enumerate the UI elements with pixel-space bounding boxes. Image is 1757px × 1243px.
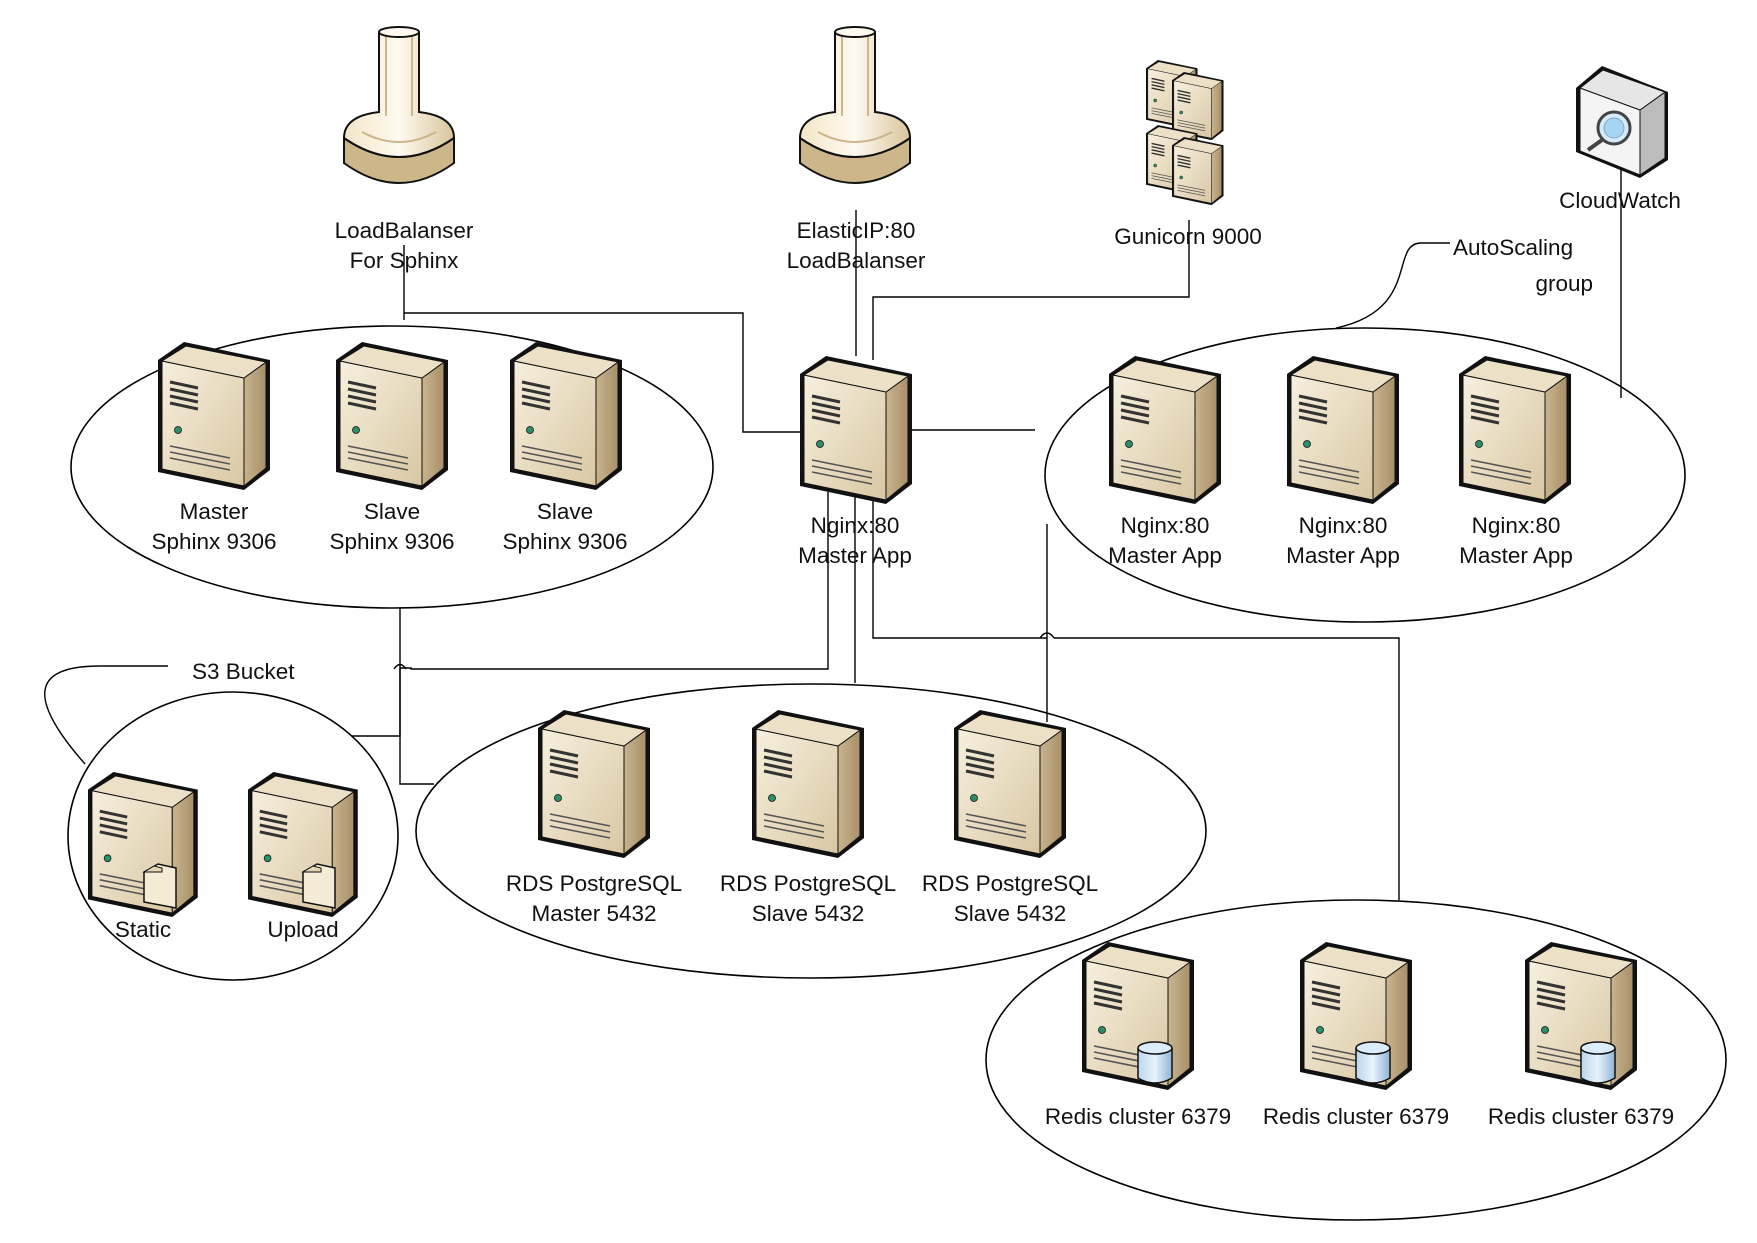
server-icon — [1457, 354, 1573, 506]
server-cluster-icon — [1145, 59, 1225, 206]
rds-slave-2-label-1: RDS PostgreSQL — [922, 871, 1098, 896]
autoscaling-label-1: AutoScaling — [1453, 235, 1573, 260]
server-icon — [1285, 354, 1401, 506]
lb-app-label-1: ElasticIP:80 — [797, 218, 916, 243]
sphinx-group — [70, 325, 714, 609]
rds-slave-1-label-2: Slave 5432 — [752, 901, 865, 926]
rds-slave-2-label-2: Slave 5432 — [954, 901, 1067, 926]
lb-sphinx-label-2: For Sphinx — [350, 248, 460, 273]
asg-app-3-label-1: Nginx:80 — [1472, 513, 1561, 538]
redis-1-label: Redis cluster 6379 — [1045, 1104, 1231, 1129]
asg-app-3-label-2: Master App — [1459, 543, 1573, 568]
sphinx-slave-2-label-1: Slave — [537, 499, 593, 524]
server-icon — [334, 340, 450, 492]
sphinx-slave-1-label-2: Sphinx 9306 — [329, 529, 454, 554]
lb-app-label-2: LoadBalanser — [787, 248, 926, 273]
cloudwatch-icon — [1576, 66, 1668, 178]
sphinx-slave-1-label-1: Slave — [364, 499, 420, 524]
file-server-icon — [246, 770, 360, 919]
master-app-label-2: Master App — [798, 543, 912, 568]
autoscaling-label-2: group — [1535, 271, 1593, 296]
file-server-icon — [86, 770, 200, 919]
s3-static-label: Static — [115, 917, 171, 942]
rds-slave-1-label-1: RDS PostgreSQL — [720, 871, 896, 896]
rds-group — [415, 683, 1207, 979]
database-server-icon — [1080, 940, 1196, 1092]
gunicorn-label: Gunicorn 9000 — [1114, 224, 1262, 249]
redis-3-label: Redis cluster 6379 — [1488, 1104, 1674, 1129]
s3-bucket-label: S3 Bucket — [192, 659, 295, 684]
database-server-icon — [1298, 940, 1414, 1092]
asg-app-1-label-1: Nginx:80 — [1121, 513, 1210, 538]
rds-master-label-1: RDS PostgreSQL — [506, 871, 682, 896]
server-icon — [156, 340, 272, 492]
load-balancer-icon — [343, 26, 455, 184]
redis-2-label: Redis cluster 6379 — [1263, 1104, 1449, 1129]
sphinx-master-label-1: Master — [180, 499, 249, 524]
sphinx-master-label-2: Sphinx 9306 — [151, 529, 276, 554]
server-icon — [750, 708, 866, 860]
server-icon — [952, 708, 1068, 860]
database-server-icon — [1523, 940, 1639, 1092]
redis-group — [985, 899, 1727, 1221]
asg-app-2-label-1: Nginx:80 — [1299, 513, 1388, 538]
server-icon — [1107, 354, 1223, 506]
rds-master-label-2: Master 5432 — [531, 901, 656, 926]
asg-app-1-label-2: Master App — [1108, 543, 1222, 568]
server-icon — [508, 340, 624, 492]
load-balancer-icon — [799, 26, 911, 184]
server-icon — [798, 354, 914, 506]
server-icon — [536, 708, 652, 860]
node-labels: LoadBalanser For Sphinx ElasticIP:80 Loa… — [115, 188, 1681, 1129]
connection-lines — [44, 165, 1622, 900]
autoscaling-group — [1044, 327, 1686, 623]
sphinx-slave-2-label-2: Sphinx 9306 — [502, 529, 627, 554]
master-app-label-1: Nginx:80 — [811, 513, 900, 538]
cloudwatch-label: CloudWatch — [1559, 188, 1681, 213]
s3-bucket-group — [67, 691, 399, 981]
s3-upload-label: Upload — [267, 917, 338, 942]
lb-sphinx-label-1: LoadBalanser — [335, 218, 474, 243]
asg-app-2-label-2: Master App — [1286, 543, 1400, 568]
